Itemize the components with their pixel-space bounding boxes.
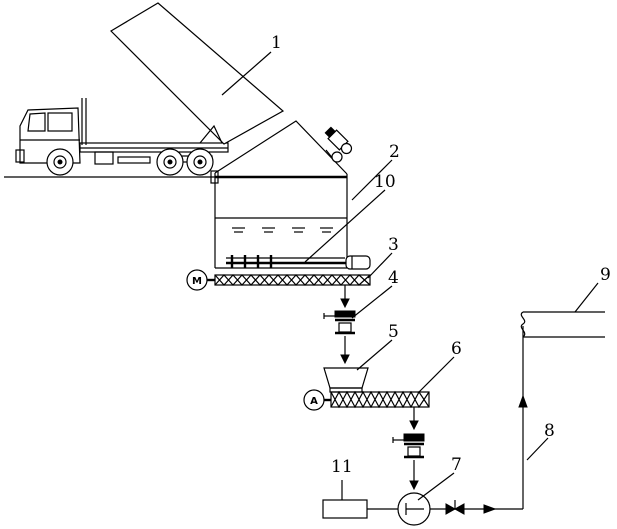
arrow-down-icon <box>340 354 350 365</box>
label-stirrer: 10 <box>374 172 396 192</box>
outlet-pipeline <box>430 326 528 515</box>
truck-wheel <box>46 148 74 176</box>
roof-motor <box>324 126 353 155</box>
label-main-pipe: 9 <box>600 265 611 285</box>
motor-mark-upper: M <box>192 276 202 287</box>
motor-mark-lower: A <box>310 396 318 407</box>
storage-tank <box>210 120 353 269</box>
label-conveyor-lower: 6 <box>451 339 462 359</box>
label-conveyor-upper: 3 <box>388 235 399 255</box>
label-control-box: 11 <box>331 457 353 477</box>
truck-window <box>27 112 46 132</box>
label-tank: 2 <box>389 142 400 162</box>
truck-wheel <box>156 148 184 176</box>
label-valve-upper: 4 <box>388 268 399 288</box>
upper-screw-conveyor: M <box>186 269 371 291</box>
label-hopper: 5 <box>388 322 399 342</box>
liquid-marks <box>232 227 333 233</box>
arrow-up-icon <box>518 394 528 408</box>
label-tipper-box: 1 <box>271 33 282 53</box>
lower-discharge-line <box>392 407 425 491</box>
stirrer-blades <box>230 255 273 268</box>
hopper <box>323 367 369 393</box>
dump-truck <box>15 2 285 176</box>
valve-icon <box>445 503 457 515</box>
valve-body <box>334 310 356 318</box>
label-pump: 7 <box>451 455 462 475</box>
stirrer <box>226 255 371 270</box>
tipper-box <box>110 2 285 145</box>
control-box <box>322 499 368 519</box>
motor-icon <box>186 269 208 291</box>
label-pipeline: 8 <box>544 421 555 441</box>
truck-wheel <box>186 148 214 176</box>
arrow-down-icon <box>409 420 419 431</box>
motor-icon <box>303 389 325 411</box>
leader-lines <box>221 51 599 501</box>
screw-flight <box>330 390 430 409</box>
stirrer-motor <box>345 255 371 270</box>
tank-roof <box>214 120 348 175</box>
truck-side-window <box>47 112 73 132</box>
upper-discharge-line <box>323 285 356 365</box>
lower-screw-conveyor: A <box>303 389 430 411</box>
arrow-down-icon <box>409 480 419 491</box>
arrow-down-icon <box>340 298 350 309</box>
arrow-right-icon <box>483 504 497 514</box>
pump <box>397 492 431 526</box>
pipe-break <box>520 311 526 338</box>
valve-body <box>403 433 425 442</box>
main-pipe <box>520 311 605 338</box>
